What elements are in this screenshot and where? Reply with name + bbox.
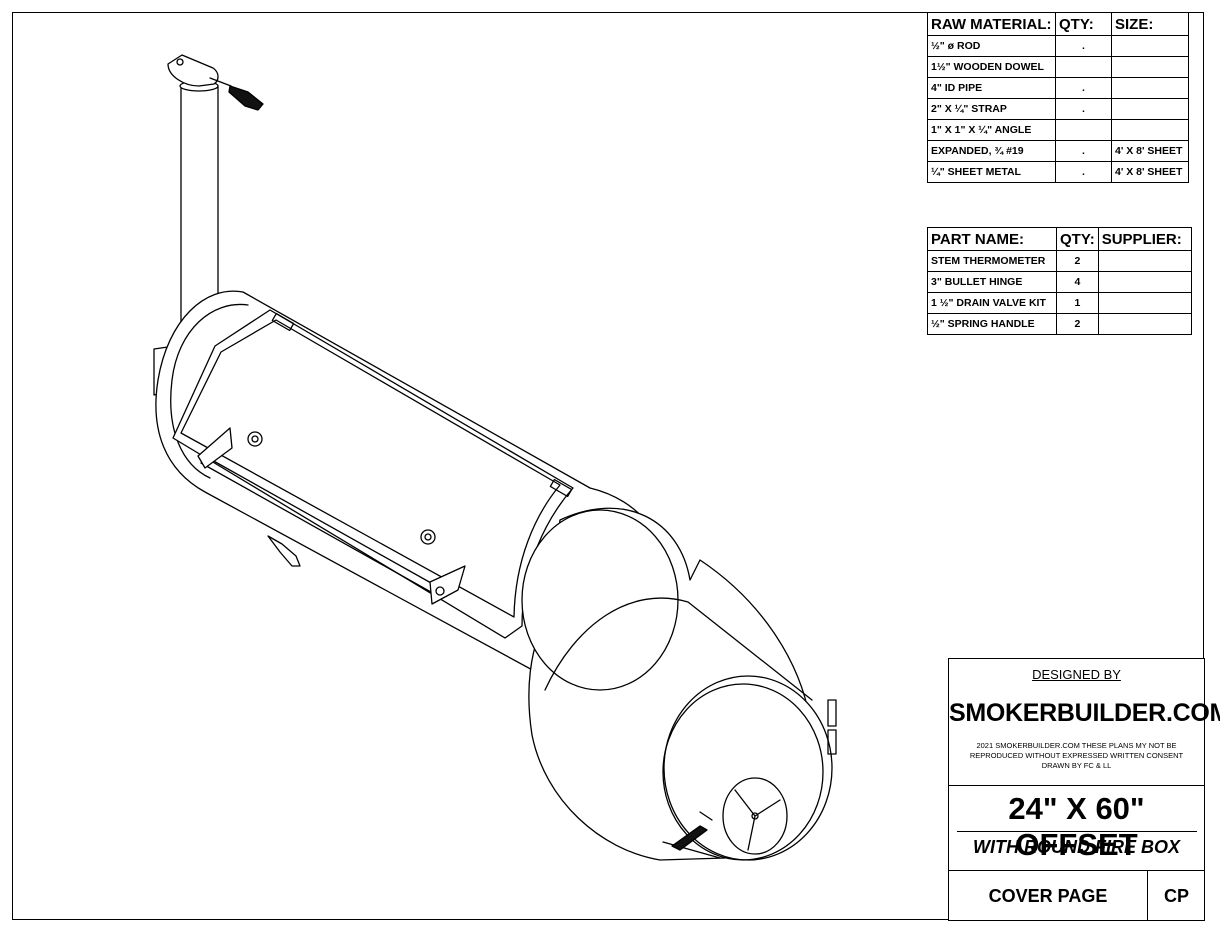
- supplier-cell: [1097, 313, 1192, 335]
- plan-title: 24" X 60" OFFSET: [1008, 791, 1145, 862]
- copyright-note: 2021 SMOKERBUILDER.COM THESE PLANS MY NO…: [969, 741, 1184, 770]
- qty-cell: .: [1055, 161, 1112, 183]
- title-block: DESIGNED BY SMOKERBUILDER.COM 2021 SMOKE…: [948, 658, 1220, 921]
- qty-cell: 2: [1056, 313, 1099, 335]
- size-cell: [1111, 98, 1189, 120]
- column-header: SIZE:: [1111, 12, 1189, 36]
- smoker-isometric-drawing: [153, 54, 837, 861]
- supplier-cell: [1097, 292, 1192, 314]
- column-header: QTY:: [1055, 12, 1112, 36]
- round-firebox: [521, 507, 837, 861]
- qty-cell: 4: [1056, 271, 1099, 293]
- qty-cell: [1055, 56, 1112, 78]
- designed-by-label: DESIGNED BY: [1032, 667, 1121, 682]
- part-cell: STEM THERMOMETER: [927, 250, 1057, 272]
- divider: [957, 831, 1197, 832]
- page-code: CP: [1163, 885, 1189, 906]
- material-cell: EXPANDED, ¾ #19: [927, 140, 1056, 162]
- qty-cell: .: [1055, 98, 1112, 120]
- part-cell: 1 ½" DRAIN VALVE KIT: [927, 292, 1057, 314]
- column-header: RAW MATERIAL:: [927, 12, 1056, 36]
- page-name: COVER PAGE: [949, 871, 1148, 921]
- column-header: QTY:: [1056, 227, 1099, 251]
- qty-cell: 2: [1056, 250, 1099, 272]
- company-name: SMOKERBUILDER.COM: [949, 699, 1220, 727]
- part-cell: ½" SPRING HANDLE: [927, 313, 1057, 335]
- supplier-cell: [1097, 250, 1192, 272]
- parts-table: PART NAME: QTY: SUPPLIER: STEM THERMOMET…: [927, 227, 1192, 335]
- table-row: 1½" WOODEN DOWEL: [927, 56, 1189, 78]
- table-row: 1" X 1" X ¼" ANGLE: [927, 119, 1189, 141]
- qty-cell: .: [1055, 77, 1112, 99]
- part-cell: 3" BULLET HINGE: [927, 271, 1057, 293]
- size-cell: 4' X 8' SHEET: [1111, 161, 1189, 183]
- qty-cell: 1: [1056, 292, 1099, 314]
- material-cell: 1½" WOODEN DOWEL: [927, 56, 1056, 78]
- size-cell: [1111, 35, 1189, 57]
- material-cell: ½" ø ROD: [927, 35, 1056, 57]
- qty-cell: [1055, 119, 1112, 141]
- size-cell: 4' X 8' SHEET: [1111, 140, 1189, 162]
- material-cell: ¼" SHEET METAL: [927, 161, 1056, 183]
- column-header: PART NAME:: [927, 227, 1057, 251]
- table-row: 2" X ¼" STRAP.: [927, 98, 1189, 120]
- table-header-row: RAW MATERIAL: QTY: SIZE:: [927, 12, 1189, 36]
- material-cell: 1" X 1" X ¼" ANGLE: [927, 119, 1056, 141]
- size-cell: [1111, 119, 1189, 141]
- drawing-sheet-border: [12, 12, 1204, 920]
- table-row: ½" ø ROD.: [927, 35, 1189, 57]
- qty-cell: .: [1055, 140, 1112, 162]
- supplier-cell: [1097, 271, 1192, 293]
- smokestack: [167, 54, 264, 346]
- material-cell: 4" ID PIPE: [927, 77, 1056, 99]
- raw-material-table: RAW MATERIAL: QTY: SIZE: ½" ø ROD. 1½" W…: [927, 12, 1189, 183]
- table-row: EXPANDED, ¾ #19.4' X 8' SHEET: [927, 140, 1189, 162]
- column-header: SUPPLIER:: [1097, 227, 1192, 251]
- table-row: ¼" SHEET METAL.4' X 8' SHEET: [927, 161, 1189, 183]
- divider: [949, 870, 1204, 871]
- divider: [949, 785, 1204, 786]
- size-cell: [1111, 56, 1189, 78]
- plan-subtitle: WITH ROUND FIRE BOX: [973, 837, 1180, 857]
- size-cell: [1111, 77, 1189, 99]
- material-cell: 2" X ¼" STRAP: [927, 98, 1056, 120]
- table-row: 4" ID PIPE.: [927, 77, 1189, 99]
- qty-cell: .: [1055, 35, 1112, 57]
- table-header-row: PART NAME: QTY: SUPPLIER:: [927, 227, 1192, 251]
